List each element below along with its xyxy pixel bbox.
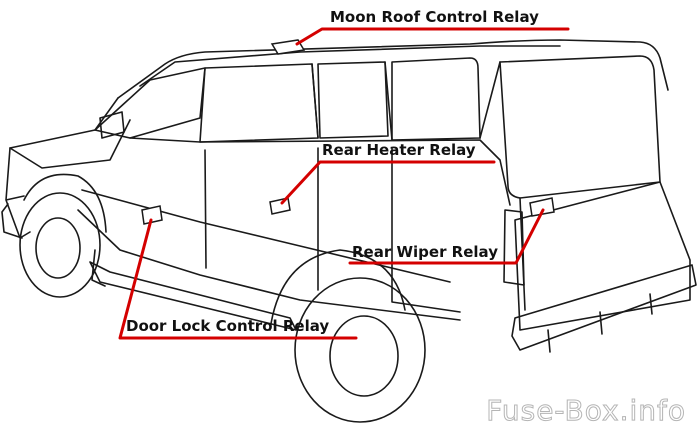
front-door-window <box>199 63 319 143</box>
front-door-line <box>204 147 319 291</box>
rear-heater-relay-label: Rear Heater Relay <box>322 141 476 159</box>
moon-roof-leader <box>295 27 570 46</box>
rear-door-window <box>317 61 389 139</box>
rear-wiper-relay-label: Rear Wiper Relay <box>352 243 498 261</box>
quarter-window <box>391 57 481 141</box>
rear-door-line <box>391 147 461 313</box>
door-lock-control-relay-label: Door Lock Control Relay <box>126 317 330 335</box>
window-pillar <box>311 61 393 141</box>
running-board <box>89 261 297 331</box>
rear-wiper-relay-box <box>529 197 555 217</box>
rear-wiper-leader <box>348 208 545 265</box>
site-watermark: Fuse-Box.info <box>486 394 686 428</box>
rear-bumper-segments <box>547 293 653 353</box>
front-wheel-arch <box>23 173 107 233</box>
body-side-bottom <box>77 209 461 321</box>
rear-wheel-arch <box>269 249 406 331</box>
rear-window <box>499 55 661 199</box>
rear-heater-leader <box>280 160 496 205</box>
front-hub <box>35 217 81 279</box>
front-bumper <box>1 203 23 239</box>
front-tire <box>19 192 101 298</box>
roof-outline <box>117 39 669 99</box>
rear-tire <box>294 277 426 423</box>
body-side-top <box>129 137 511 206</box>
roof-rack-line <box>139 45 561 87</box>
rear-panel <box>479 61 691 331</box>
door-lock-leader <box>118 218 358 340</box>
door-lock-relay-box <box>141 205 163 225</box>
rear-bumper <box>511 264 697 351</box>
rear-heater-relay-box <box>269 197 291 215</box>
mud-flap <box>91 249 106 287</box>
tail-light <box>503 209 525 286</box>
moon-roof-control-relay-label: Moon Roof Control Relay <box>330 8 539 26</box>
windshield <box>94 67 206 139</box>
rear-hub <box>329 315 399 397</box>
mirror <box>99 111 125 139</box>
front-grille <box>5 147 31 239</box>
hood-outline <box>9 97 131 169</box>
